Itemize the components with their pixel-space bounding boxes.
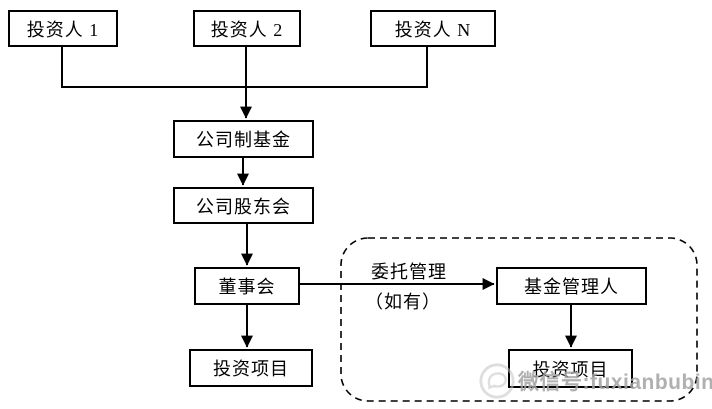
edge-label-if-any: （如有）	[365, 292, 441, 312]
node-corporate-fund: 公司制基金	[173, 120, 314, 158]
node-investment-project-left: 投资项目	[189, 349, 313, 387]
node-fund-manager: 基金管理人	[496, 267, 647, 305]
node-investment-project-right: 投资项目	[508, 349, 633, 388]
edge-label-entrusted-management: 委托管理	[371, 262, 447, 282]
entrusted-management-region	[340, 237, 698, 402]
node-investor-2: 投资人 2	[193, 10, 301, 47]
node-board-of-directors: 董事会	[194, 267, 300, 305]
node-shareholders-meeting: 公司股东会	[173, 187, 314, 224]
node-investor-n: 投资人 N	[370, 10, 496, 47]
node-investor-1: 投资人 1	[8, 10, 118, 47]
